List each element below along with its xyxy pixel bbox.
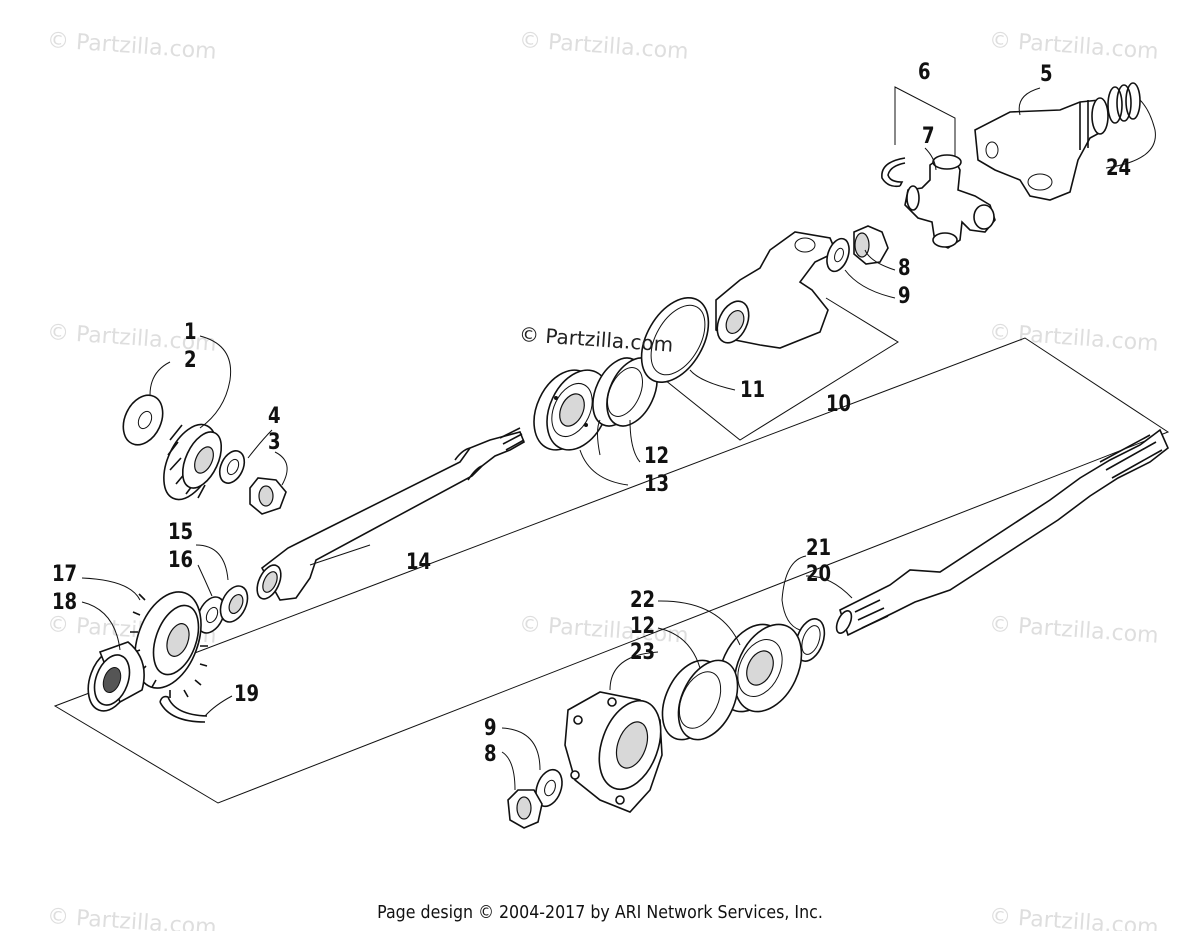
callout-16: 16 bbox=[168, 548, 194, 573]
callout-11: 11 bbox=[740, 378, 766, 403]
dust-seal-part-11 bbox=[640, 296, 710, 384]
callout-21: 21 bbox=[806, 536, 832, 561]
nut-part-8 bbox=[853, 225, 889, 265]
callout-6: 6 bbox=[918, 60, 931, 85]
seal-part-12 bbox=[592, 357, 658, 427]
nut-part-3 bbox=[249, 477, 287, 515]
axle-lower bbox=[835, 428, 1169, 637]
group-bracket-10 bbox=[654, 297, 899, 441]
seal-part-12-lower bbox=[661, 659, 739, 741]
callout-9: 9 bbox=[898, 284, 911, 309]
bevel-gear-part-1 bbox=[163, 423, 223, 501]
callout-3: 3 bbox=[268, 430, 281, 455]
callout-8: 8 bbox=[898, 256, 911, 281]
callout-12-lower: 12 bbox=[630, 614, 656, 639]
yoke-part-10 bbox=[715, 231, 838, 349]
washer-part-9 bbox=[826, 237, 850, 273]
spur-gear-part-17 bbox=[130, 591, 208, 698]
washer-part-2 bbox=[122, 394, 164, 446]
callout-8-lower: 8 bbox=[484, 742, 497, 767]
callout-24: 24 bbox=[1106, 156, 1132, 181]
callout-14: 14 bbox=[406, 550, 432, 575]
callout-1: 1 bbox=[184, 320, 197, 345]
callout-23: 23 bbox=[630, 640, 656, 665]
callout-4: 4 bbox=[268, 404, 281, 429]
callout-7: 7 bbox=[922, 124, 935, 149]
callout-2: 2 bbox=[184, 348, 197, 373]
leader-lines bbox=[81, 87, 1156, 791]
callout-22: 22 bbox=[630, 588, 656, 613]
callout-15: 15 bbox=[168, 520, 194, 545]
callout-5: 5 bbox=[1040, 62, 1053, 87]
universal-joint-part-6 bbox=[904, 154, 996, 249]
snap-ring-part-19 bbox=[159, 695, 208, 723]
footer-copyright: Page design © 2004-2017 by ARI Network S… bbox=[377, 902, 823, 923]
washer-part-16 bbox=[196, 596, 226, 634]
nut-part-8-lower bbox=[507, 789, 543, 829]
callout-12: 12 bbox=[644, 444, 670, 469]
bearing-part-18 bbox=[87, 641, 145, 712]
flange-housing-part-23 bbox=[564, 691, 663, 813]
washer-part-4 bbox=[218, 450, 246, 484]
callout-20: 20 bbox=[806, 562, 832, 587]
yoke-part-5 bbox=[974, 97, 1109, 201]
callout-10: 10 bbox=[826, 392, 852, 417]
callout-19: 19 bbox=[234, 682, 260, 707]
circlip-part-7 bbox=[881, 157, 906, 188]
axle-part-14 bbox=[256, 427, 526, 601]
callout-18: 18 bbox=[52, 590, 78, 615]
spring-part-24 bbox=[1107, 82, 1141, 124]
washer-part-9-lower bbox=[535, 768, 563, 808]
spacer-part-15 bbox=[219, 585, 249, 623]
callout-13: 13 bbox=[644, 472, 670, 497]
bearing-part-13 bbox=[533, 369, 610, 451]
callout-9-lower: 9 bbox=[484, 716, 497, 741]
assembly-frame bbox=[53, 337, 1170, 804]
callout-17: 17 bbox=[52, 562, 78, 587]
